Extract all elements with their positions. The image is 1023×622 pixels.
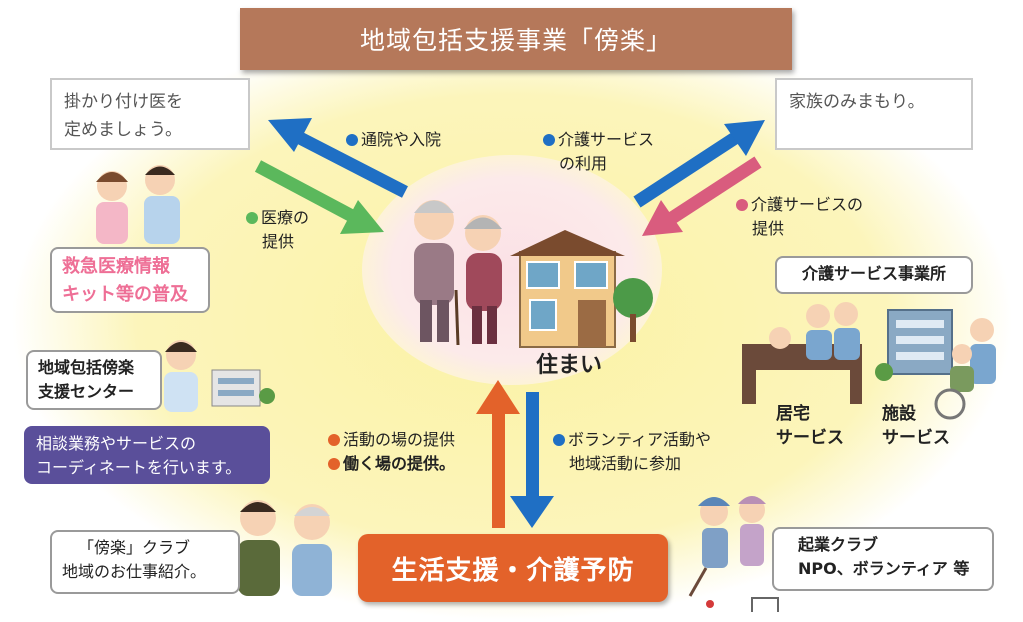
support-center-line1: 地域包括傍楽 <box>38 356 150 380</box>
facility-service-line1: 施設 <box>882 402 950 426</box>
label-volunteer-line2: 地域活動に参加 <box>553 452 711 476</box>
home-service-line2: サービス <box>776 426 844 450</box>
family-watch-note-text: 家族のみまもり。 <box>789 88 959 116</box>
home-service-line1: 居宅 <box>776 402 844 426</box>
label-medical-care: 医療の 提供 <box>246 206 309 254</box>
label-volunteer: ボランティア活動や 地域活動に参加 <box>553 428 711 476</box>
emergency-kit-line2: キット等の普及 <box>62 281 198 309</box>
family-doctor-note: 掛かり付け医を 定めましょう。 <box>50 78 250 150</box>
club-line1: 「傍楽」クラブ <box>62 536 228 560</box>
label-use-care-service-line1: 介護サービス <box>558 130 654 149</box>
label-provide-care-service: 介護サービスの 提供 <box>736 193 863 241</box>
facility-service-label: 施設 サービス <box>882 402 950 450</box>
label-visit-hospital-text: 通院や入院 <box>361 130 441 149</box>
home-service-label: 居宅 サービス <box>776 402 844 450</box>
label-visit-hospital: 通院や入院 <box>346 128 441 152</box>
label-activity-work: 活動の場の提供 働く場の提供。 <box>328 428 455 476</box>
label-medical-care-line1: 医療の <box>261 208 309 227</box>
label-medical-care-line2: 提供 <box>246 230 309 254</box>
startup-line2: NPO、ボランティア 等 <box>784 557 982 581</box>
label-activity-place: 活動の場の提供 <box>343 430 455 449</box>
label-work-place: 働く場の提供。 <box>343 454 455 473</box>
blue-dot-icon <box>346 134 358 146</box>
facility-service-line2: サービス <box>882 426 950 450</box>
consult-line1: 相談業務やサービスの <box>36 432 258 456</box>
label-volunteer-line1: ボランティア活動や <box>568 430 711 449</box>
label-provide-care-service-line2: 提供 <box>736 217 863 241</box>
home-label: 住まい <box>536 347 602 379</box>
care-office-box: 介護サービス事業所 <box>775 256 973 294</box>
club-box: 「傍楽」クラブ 地域のお仕事紹介。 <box>50 530 240 594</box>
blue-dot-icon <box>553 434 565 446</box>
startup-box: 起業クラブ NPO、ボランティア 等 <box>772 527 994 591</box>
club-line2: 地域のお仕事紹介。 <box>62 560 228 584</box>
family-doctor-note-line2: 定めましょう。 <box>64 116 236 144</box>
title-banner: 地域包括支援事業「傍楽」 <box>240 8 792 70</box>
consult-line2: コーディネートを行います。 <box>36 456 258 480</box>
orange-dot-icon <box>328 458 340 470</box>
green-dot-icon <box>246 212 258 224</box>
label-use-care-service: 介護サービス の利用 <box>543 128 654 176</box>
life-support-banner: 生活支援・介護予防 <box>358 534 668 602</box>
support-center-box: 地域包括傍楽 支援センター <box>26 350 162 410</box>
care-office-label: 介護サービス事業所 <box>802 264 946 283</box>
home-glow <box>362 155 662 385</box>
label-provide-care-service-line1: 介護サービスの <box>751 195 863 214</box>
label-use-care-service-line2: の利用 <box>543 152 654 176</box>
blue-dot-icon <box>543 134 555 146</box>
startup-line1: 起業クラブ <box>784 533 982 557</box>
family-doctor-note-line1: 掛かり付け医を <box>64 88 236 116</box>
emergency-kit-box: 救急医療情報 キット等の普及 <box>50 247 210 313</box>
orange-dot-icon <box>328 434 340 446</box>
family-watch-note: 家族のみまもり。 <box>775 78 973 150</box>
emergency-kit-line1: 救急医療情報 <box>62 253 198 281</box>
support-center-line2: 支援センター <box>38 380 150 404</box>
pink-dot-icon <box>736 199 748 211</box>
consult-box: 相談業務やサービスの コーディネートを行います。 <box>24 426 270 484</box>
